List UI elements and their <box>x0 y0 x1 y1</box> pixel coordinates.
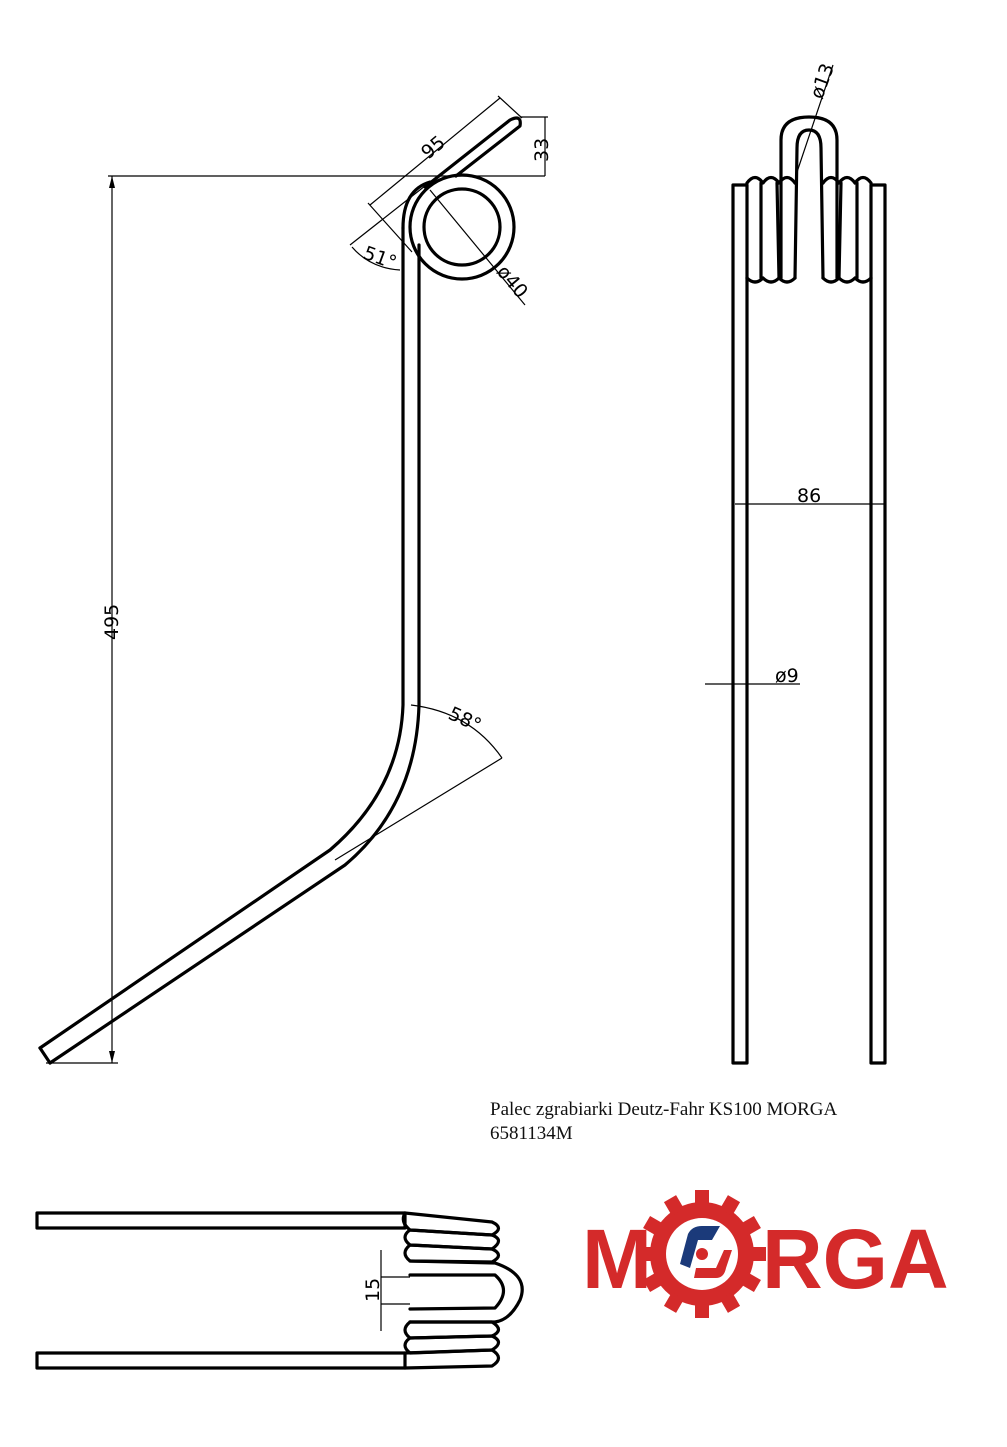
dim-height-label: 495 <box>101 604 123 640</box>
u-loop-inner <box>408 1273 506 1311</box>
part-title: Palec zgrabiarki Deutz-Fahr KS100 MORGA <box>490 1099 838 1120</box>
dim-spacing-label: 86 <box>797 485 821 507</box>
angle-arc-51 <box>351 246 401 271</box>
center-loop-outer <box>779 115 839 280</box>
front-view: ø13 86 ø9 <box>705 61 887 1065</box>
wrench-red-part <box>694 1250 732 1278</box>
dim-line-40 <box>429 189 526 306</box>
upper-tine <box>35 1211 407 1230</box>
center-loop-inner <box>793 128 825 280</box>
lower-tine <box>35 1351 407 1370</box>
coil-outer <box>408 173 516 281</box>
tine-inner-edge <box>48 243 421 1065</box>
dim-wire-diameter-label: ø9 <box>775 665 799 687</box>
wrench-blue-part <box>680 1226 720 1268</box>
dim-arm-angle-label: 51° <box>360 242 399 274</box>
tine-tip <box>38 1046 52 1065</box>
tine-outer-edge <box>38 226 405 1050</box>
gear-icon <box>638 1190 766 1318</box>
logo-text-rga: RGA <box>762 1212 949 1306</box>
dim-arm-length-label: 95 <box>417 131 450 163</box>
dim-loop-width-label: 15 <box>362 1278 384 1302</box>
part-number: 6581134M <box>490 1123 573 1144</box>
top-view: 15 <box>35 1211 524 1370</box>
side-view: 495 33 95 51° ø40 58° <box>38 95 553 1065</box>
dim-line-95 <box>369 97 501 206</box>
dim-loop-diameter-label: ø13 <box>806 61 839 102</box>
dim-line-13 <box>796 64 834 173</box>
upper-arm <box>423 116 522 189</box>
left-tine <box>731 183 749 1065</box>
u-loop-outer <box>408 1259 524 1324</box>
coil-inner <box>422 187 502 267</box>
angle-arc-58 <box>410 704 503 759</box>
morga-logo: M RGA <box>582 1190 949 1318</box>
part-caption: Palec zgrabiarki Deutz-Fahr KS100 MORGA … <box>490 1098 837 1146</box>
right-tine <box>869 183 887 1065</box>
coil-turns <box>401 1211 524 1370</box>
dim-coil-diameter-label: ø40 <box>492 261 532 303</box>
dim-bend-angle-label: 58° <box>445 703 485 737</box>
dim-rise-label: 33 <box>531 138 553 162</box>
